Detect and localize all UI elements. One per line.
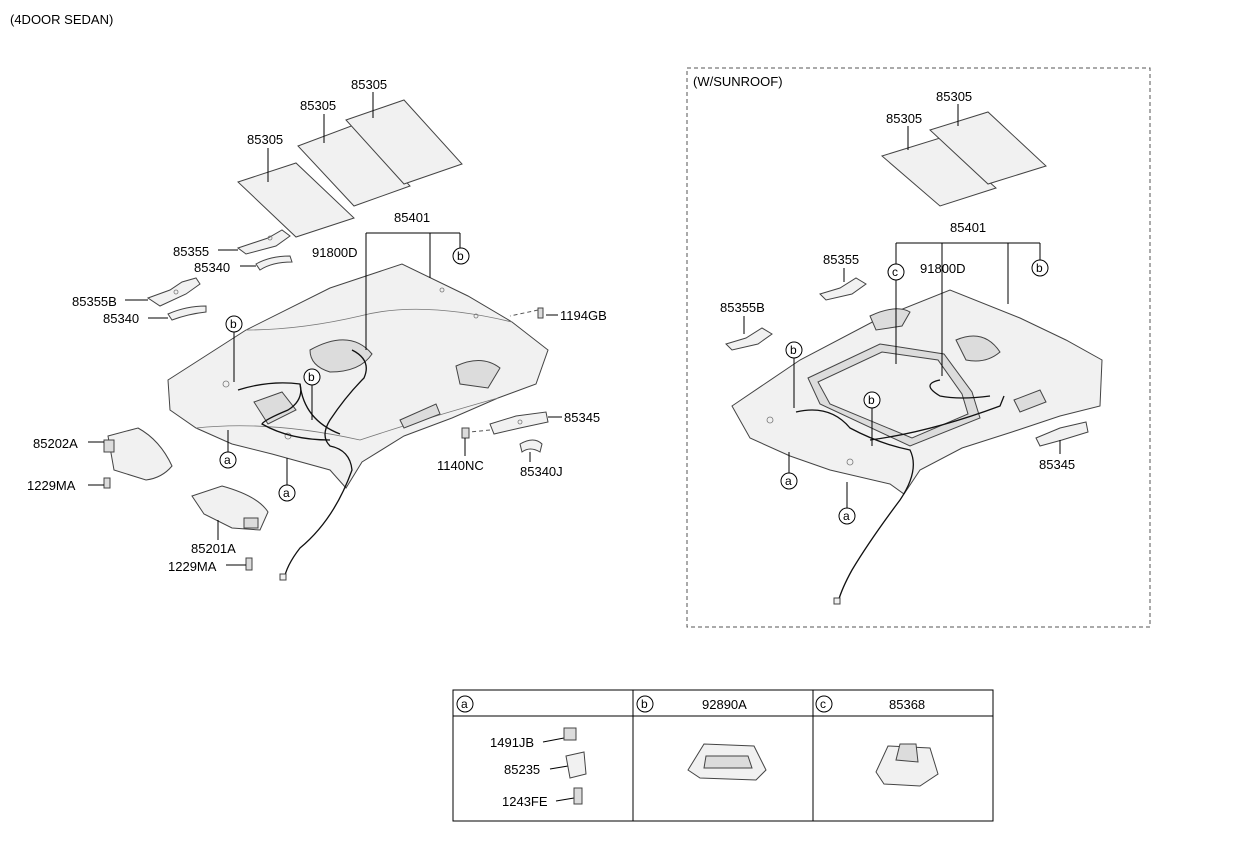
sunroof-frame (686, 67, 1151, 628)
sunroof-label-85401: 85401 (950, 220, 986, 235)
sunroof-wiring-harness (795, 409, 914, 603)
sunroof-label-85345: 85345 (1039, 457, 1075, 472)
sun-visor-85201A (191, 485, 269, 531)
legend-part-1243FE: 1243FE (502, 794, 548, 809)
callout-a-right: a (278, 484, 296, 502)
sunroof-callout-c: c (887, 263, 905, 281)
label-85340-rear: 85340 (103, 311, 139, 326)
svg-text:b: b (457, 249, 464, 263)
svg-text:c: c (892, 265, 898, 279)
svg-text:a: a (224, 453, 231, 467)
wiring-harness (283, 349, 367, 581)
sunroof-label-85305-a: 85305 (886, 111, 922, 126)
sun-visor-85202A (103, 427, 173, 481)
svg-text:b: b (868, 393, 875, 407)
sunroof-bracket-85355B (725, 327, 773, 351)
svg-text:b: b (1036, 261, 1043, 275)
sound-pad-3 (345, 99, 463, 185)
clip-1140NC (461, 427, 470, 456)
label-1140NC: 1140NC (437, 458, 484, 473)
sunroof-title: (W/SUNROOF) (693, 74, 783, 89)
label-85201A: 85201A (191, 541, 236, 556)
sunroof-headlining-panel (731, 289, 1103, 495)
sunroof-callout-b-top: b (1031, 259, 1049, 277)
sound-pad-1 (237, 162, 355, 238)
label-1194GB: 1194GB (560, 308, 607, 323)
handle-85340-rear (167, 305, 207, 321)
sound-pad-2 (297, 124, 411, 207)
label-1229MA-right: 1229MA (168, 559, 217, 574)
legend-part-85368: 85368 (889, 697, 925, 712)
legend-cell-b: b 92890A (636, 695, 767, 781)
legend-part-92890A: 92890A (702, 697, 747, 712)
callout-b-top: b (452, 247, 470, 265)
model-title: (4DOOR SEDAN) (10, 12, 113, 27)
sunroof-label-85305-b: 85305 (936, 89, 972, 104)
svg-text:b: b (230, 317, 237, 331)
legend-table: a 1491JB 85235 1243FE b 92890A c 85368 (452, 689, 994, 822)
callout-a-left: a (219, 451, 237, 469)
svg-text:b: b (308, 370, 315, 384)
sunroof-label-91800D: 91800D (920, 261, 966, 276)
callout-b-mid: b (303, 368, 321, 386)
label-91800D: 91800D (312, 245, 358, 260)
sunroof-pad-2 (929, 111, 1047, 185)
sunroof-bracket-85355 (819, 277, 867, 301)
screw-1229MA-left (103, 477, 111, 489)
legend-part-1491JB: 1491JB (490, 735, 534, 750)
sunroof-bracket-85345 (1035, 421, 1089, 447)
handle-85340-front (255, 255, 293, 271)
handle-85340J (519, 439, 543, 462)
screw-1194GB (509, 307, 544, 319)
screw-1229MA-right (245, 557, 253, 571)
label-85355: 85355 (173, 244, 209, 259)
label-85340J: 85340J (520, 464, 563, 479)
svg-text:b: b (641, 697, 648, 711)
svg-text:a: a (283, 486, 290, 500)
headlining-panel (167, 263, 549, 489)
svg-text:b: b (790, 343, 797, 357)
label-85305-a: 85305 (247, 132, 283, 147)
legend-part-85235: 85235 (504, 762, 540, 777)
label-85340-front: 85340 (194, 260, 230, 275)
sunroof-callout-a-right: a (838, 507, 856, 525)
legend-cell-a: a 1491JB 85235 1243FE (456, 695, 587, 809)
bracket-85355 (236, 229, 291, 255)
svg-text:a: a (785, 474, 792, 488)
label-85355B: 85355B (72, 294, 117, 309)
sunroof-assembly: (W/SUNROOF) 85305 85305 85401 (686, 67, 1151, 628)
label-1229MA-left: 1229MA (27, 478, 76, 493)
sunroof-label-85355: 85355 (823, 252, 859, 267)
bracket-85355B (146, 277, 201, 307)
sunroof-pad-1 (880, 137, 997, 207)
sunroof-callout-b-left: b (785, 341, 803, 359)
label-85202A: 85202A (33, 436, 78, 451)
svg-text:a: a (461, 697, 468, 711)
sunroof-callout-b-mid: b (863, 391, 881, 409)
sunroof-callout-a-left: a (780, 472, 798, 490)
label-85305-c: 85305 (351, 77, 387, 92)
svg-text:a: a (843, 509, 850, 523)
svg-text:c: c (820, 697, 826, 711)
legend-cell-c: c 85368 (815, 695, 939, 787)
label-85401: 85401 (394, 210, 430, 225)
main-assembly: 85305 85305 85305 85401 91800D (27, 77, 607, 581)
label-85345-main: 85345 (564, 410, 600, 425)
sunroof-label-85355B: 85355B (720, 300, 765, 315)
bracket-85345 (469, 411, 549, 435)
label-85305-b: 85305 (300, 98, 336, 113)
callout-b-left: b (225, 315, 243, 333)
